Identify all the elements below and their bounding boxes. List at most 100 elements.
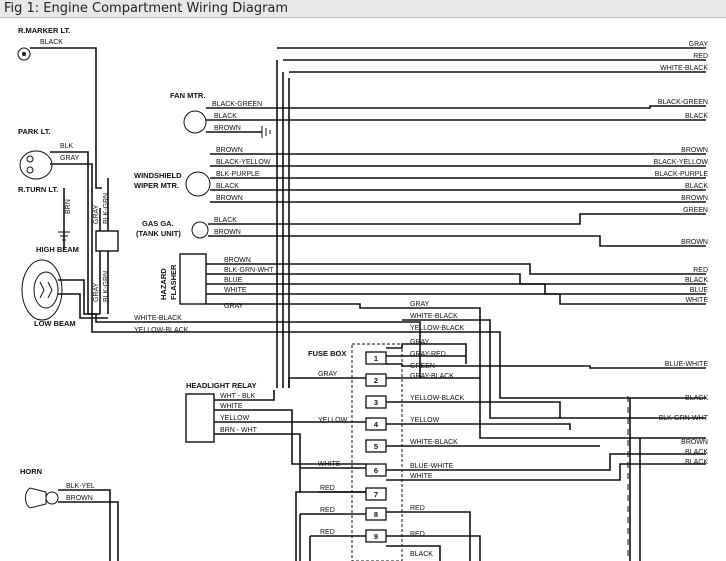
- fuse-number: 5: [374, 442, 378, 451]
- svg-text:RED: RED: [410, 531, 425, 538]
- svg-text:WHITE: WHITE: [224, 287, 247, 294]
- right-edge-label: BLACK: [685, 277, 708, 284]
- svg-text:FLASHER: FLASHER: [169, 264, 178, 300]
- fuse-number: 9: [374, 532, 378, 541]
- svg-text:FAN MTR.: FAN MTR.: [170, 91, 205, 100]
- svg-text:GRAY: GRAY: [93, 204, 100, 224]
- fuse-slot: [365, 373, 387, 387]
- svg-text:BLACK: BLACK: [214, 113, 237, 120]
- r-marker-light: R.MARKER LT. BLACK: [17, 26, 102, 189]
- right-edge-label: GREEN: [683, 207, 708, 214]
- svg-text:BROWN: BROWN: [224, 257, 251, 264]
- svg-text:BLACK-YELLOW: BLACK-YELLOW: [216, 159, 271, 166]
- svg-text:WHITE-BLACK: WHITE-BLACK: [134, 315, 182, 322]
- right-edge-label: BLACK: [685, 183, 708, 190]
- right-edge-label: BLACK-YELLOW: [654, 159, 709, 166]
- wiring-diagram: R.MARKER LT. BLACK PARK LT. BLK GRAY R.T…: [17, 26, 709, 561]
- svg-text:BLK-GRN: BLK-GRN: [103, 193, 110, 224]
- right-edge-label: BLACK-GREEN: [658, 99, 708, 106]
- svg-text:WHITE-BLACK: WHITE-BLACK: [410, 439, 458, 446]
- svg-text:BLUE-WHITE: BLUE-WHITE: [410, 463, 454, 470]
- svg-text:BRN: BRN: [65, 199, 72, 214]
- right-edge-label: BLACK: [685, 459, 708, 466]
- svg-text:YELLOW: YELLOW: [220, 415, 250, 422]
- svg-text:GRAY: GRAY: [318, 371, 338, 378]
- svg-text:GRAY-BLACK: GRAY-BLACK: [410, 373, 454, 380]
- svg-text:BLACK: BLACK: [216, 183, 239, 190]
- svg-text:WHITE-BLACK: WHITE-BLACK: [410, 313, 458, 320]
- svg-text:GRAY: GRAY: [410, 339, 430, 346]
- svg-text:HEADLIGHT RELAY: HEADLIGHT RELAY: [186, 381, 257, 390]
- svg-text:RED: RED: [410, 505, 425, 512]
- gas-gauge: GAS GA. (TANK UNIT) BLACK BROWN: [136, 213, 706, 247]
- svg-text:YELLOW: YELLOW: [318, 417, 348, 424]
- right-edge-label: GRAY: [689, 41, 709, 48]
- svg-text:LOW BEAM: LOW BEAM: [34, 319, 76, 328]
- fuse-number: 2: [374, 376, 378, 385]
- fuse-number: 3: [374, 398, 378, 407]
- right-edge-label: BROWN: [681, 147, 708, 154]
- fuse-slot: [365, 351, 387, 365]
- svg-text:HORN: HORN: [20, 467, 42, 476]
- svg-text:WHITE: WHITE: [410, 473, 433, 480]
- right-edge-label: RED: [693, 53, 708, 60]
- svg-text:BLK: BLK: [60, 143, 74, 150]
- park-turn-light: PARK LT. BLK GRAY R.TURN LT.: [18, 127, 93, 318]
- svg-text:WIPER MTR.: WIPER MTR.: [134, 181, 179, 190]
- svg-text:YELLOW-BLACK: YELLOW-BLACK: [410, 395, 465, 402]
- right-edge-label: RED: [693, 267, 708, 274]
- svg-text:BLUE: BLUE: [224, 277, 243, 284]
- svg-text:BROWN: BROWN: [214, 125, 241, 132]
- svg-text:GRAY: GRAY: [410, 301, 430, 308]
- right-edge-label: BLACK: [685, 113, 708, 120]
- svg-text:HIGH BEAM: HIGH BEAM: [36, 245, 79, 254]
- fuse-slot: [365, 487, 387, 501]
- svg-text:YELLOW-BLACK: YELLOW-BLACK: [410, 325, 465, 332]
- svg-text:WHITE: WHITE: [220, 403, 243, 410]
- right-edge-label: WHITE: [685, 297, 708, 304]
- svg-text:GAS GA.: GAS GA.: [142, 219, 174, 228]
- right-edge-label: BROWN: [681, 195, 708, 202]
- right-edge-label: BLUE: [690, 287, 709, 294]
- fuse-number: 1: [374, 354, 378, 363]
- right-edge-label: BLACK: [685, 449, 708, 456]
- horn: HORN BLK-YEL BROWN: [20, 467, 119, 561]
- svg-text:HAZARD: HAZARD: [159, 268, 168, 300]
- svg-text:GRAY: GRAY: [93, 282, 100, 302]
- svg-text:(TANK UNIT): (TANK UNIT): [136, 229, 181, 238]
- fuse-number: 4: [374, 420, 379, 429]
- svg-text:BROWN: BROWN: [216, 195, 243, 202]
- right-edge-label: WHITE-BLACK: [660, 65, 708, 72]
- svg-text:RED: RED: [320, 529, 335, 536]
- svg-text:BLK-GRN: BLK-GRN: [103, 271, 110, 302]
- headlight-relay: HEADLIGHT RELAY WHT - BLK WHITE YELLOW B…: [185, 381, 366, 493]
- svg-text:BLACK-GREEN: BLACK-GREEN: [212, 101, 262, 108]
- right-edge-label: BLACK-PURPLE: [655, 171, 709, 178]
- svg-text:RED: RED: [320, 485, 335, 492]
- fuse-number: 8: [374, 510, 378, 519]
- svg-text:BRN - WHT: BRN - WHT: [220, 427, 258, 434]
- right-edge-label: BROWN: [681, 239, 708, 246]
- svg-text:BROWN: BROWN: [216, 147, 243, 154]
- svg-text:R.MARKER LT.: R.MARKER LT.: [18, 26, 70, 35]
- svg-text:WINDSHIELD: WINDSHIELD: [134, 171, 182, 180]
- fuse-number: 7: [374, 490, 378, 499]
- hazard-flasher: HAZARD FLASHER BROWN BLK-GRN-WHT BLUE WH…: [159, 253, 706, 310]
- right-edge-label: BROWN: [681, 439, 708, 446]
- right-edge-label: BLUE-WHITE: [665, 361, 709, 368]
- svg-text:PARK LT.: PARK LT.: [18, 127, 51, 136]
- fuse-box: FUSE BOX: [308, 343, 403, 561]
- svg-text:BLK-YEL: BLK-YEL: [66, 483, 95, 490]
- svg-text:YELLOW: YELLOW: [410, 417, 440, 424]
- svg-text:BLACK: BLACK: [214, 217, 237, 224]
- wiper-motor: WINDSHIELD WIPER MTR. BROWN BLACK-YELLOW…: [134, 147, 706, 203]
- fuse-slots: 1 2 3 4 5 6 7 8 9: [365, 351, 387, 543]
- svg-text:GRAY: GRAY: [60, 155, 80, 162]
- fuse-number: 6: [374, 466, 378, 475]
- svg-text:GRAY-RED: GRAY-RED: [410, 351, 446, 358]
- harness-trunk: [276, 47, 706, 388]
- right-edge-label: BLACK: [685, 395, 708, 402]
- svg-text:GREEN: GREEN: [410, 363, 435, 370]
- svg-text:BROWN: BROWN: [66, 495, 93, 502]
- fan-motor: FAN MTR. BLACK-GREEN BLACK BROWN: [170, 91, 706, 138]
